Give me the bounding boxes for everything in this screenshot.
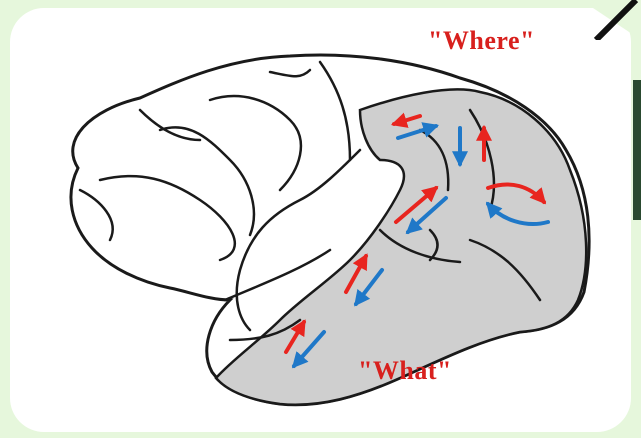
ventral-stream-label: "What" [358, 356, 452, 386]
dorsal-stream-label: "Where" [428, 26, 535, 56]
